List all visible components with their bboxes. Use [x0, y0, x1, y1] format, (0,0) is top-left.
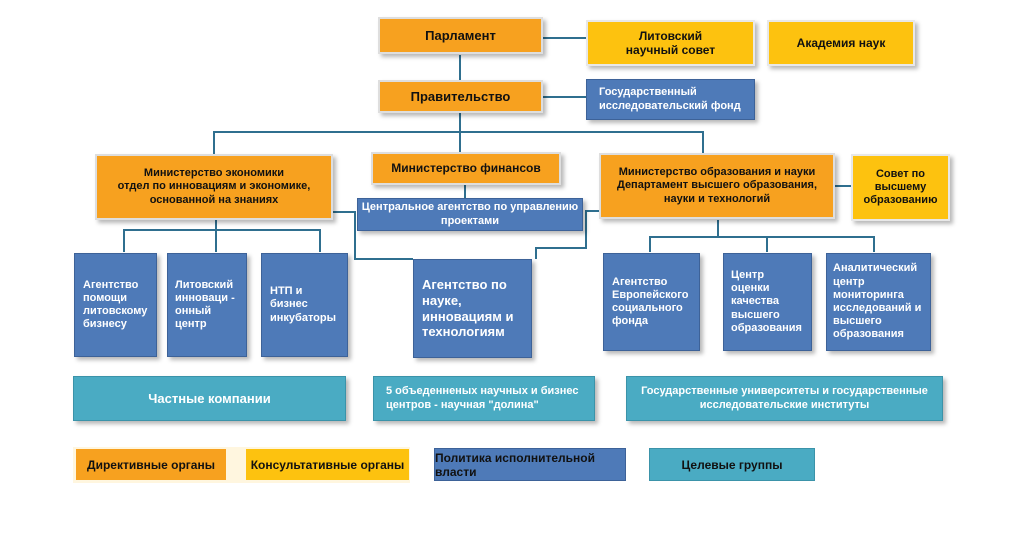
tech-parks-label: НТП и бизнес инкубаторы [270, 285, 337, 324]
universities-box: Государственные университеты и государст… [626, 376, 943, 421]
science-valleys-label: 5 объеденненых научных и бизнес центров … [386, 385, 579, 411]
ministry-economy-label: Министерство экономики отдел по инноваци… [117, 167, 311, 206]
ministry-education-box: Министерство образования и науки Департа… [599, 153, 835, 219]
legend-directive-label: Директивные органы [87, 457, 215, 472]
higher-education-council-label: Совет по высшему образованию [863, 167, 938, 207]
ministry-economy-box: Министерство экономики отдел по инноваци… [95, 154, 333, 220]
central-project-agency-box: Центральное агентство по управлению прое… [357, 198, 583, 231]
government-box: Правительство [378, 80, 543, 113]
legend-targets-label: Целевые группы [681, 457, 783, 472]
innovation-center-box: Литовский инноваци - онный центр [167, 253, 247, 357]
legend-executive-label: Политика исполнительной власти [435, 450, 596, 479]
tech-parks-box: НТП и бизнес инкубаторы [261, 253, 348, 357]
state-research-fund-box: Государственный исследовательский фонд [586, 79, 755, 120]
legend-consultative: Консультативные органы [246, 449, 409, 480]
ministry-education-label: Министерство образования и науки Департа… [616, 166, 818, 205]
private-companies-label: Частные компании [148, 390, 271, 406]
legend-targets: Целевые группы [649, 448, 815, 481]
business-help-agency-label: Агентство помощи литовскому бизнесу [83, 278, 148, 331]
quality-center-label: Центр оценки качества высшего образовани… [731, 269, 802, 334]
lithuanian-science-council-box: Литовский научный совет [586, 20, 755, 66]
esf-agency-label: Агентство Европейского социального фонда [612, 275, 689, 328]
academy-of-sciences-box: Академия наук [767, 20, 915, 66]
science-agency-box: Агентство по науке, инновациям и техноло… [413, 259, 532, 358]
government-label: Правительство [410, 88, 511, 104]
science-valleys-box: 5 объеденненых научных и бизнес центров … [373, 376, 595, 421]
ministry-finance-box: Министерство финансов [371, 152, 561, 185]
central-project-agency-label: Центральное агентство по управлению прое… [361, 201, 579, 227]
ministry-finance-label: Министерство финансов [391, 161, 541, 176]
parliament-label: Парламент [425, 27, 496, 43]
innovation-center-label: Литовский инноваци - онный центр [175, 278, 235, 331]
quality-center-box: Центр оценки качества высшего образовани… [723, 253, 812, 351]
legend-consultative-label: Консультативные органы [250, 457, 405, 472]
universities-label: Государственные университеты и государст… [641, 385, 928, 411]
monitoring-center-box: Аналитический центр мониторинга исследов… [826, 253, 931, 351]
academy-of-sciences-label: Академия наук [796, 35, 886, 50]
higher-education-council-box: Совет по высшему образованию [851, 154, 950, 221]
private-companies-box: Частные компании [73, 376, 346, 421]
monitoring-center-label: Аналитический центр мониторинга исследов… [833, 262, 922, 341]
legend-directive: Директивные органы [76, 449, 226, 480]
business-help-agency-box: Агентство помощи литовскому бизнесу [74, 253, 157, 357]
science-agency-label: Агентство по науке, инновациям и техноло… [422, 277, 514, 340]
state-research-fund-label: Государственный исследовательский фонд [599, 86, 741, 112]
esf-agency-box: Агентство Европейского социального фонда [603, 253, 700, 351]
parliament-box: Парламент [378, 17, 543, 54]
legend-executive: Политика исполнительной власти [434, 448, 626, 481]
lithuanian-science-council-label: Литовский научный совет [625, 28, 716, 57]
